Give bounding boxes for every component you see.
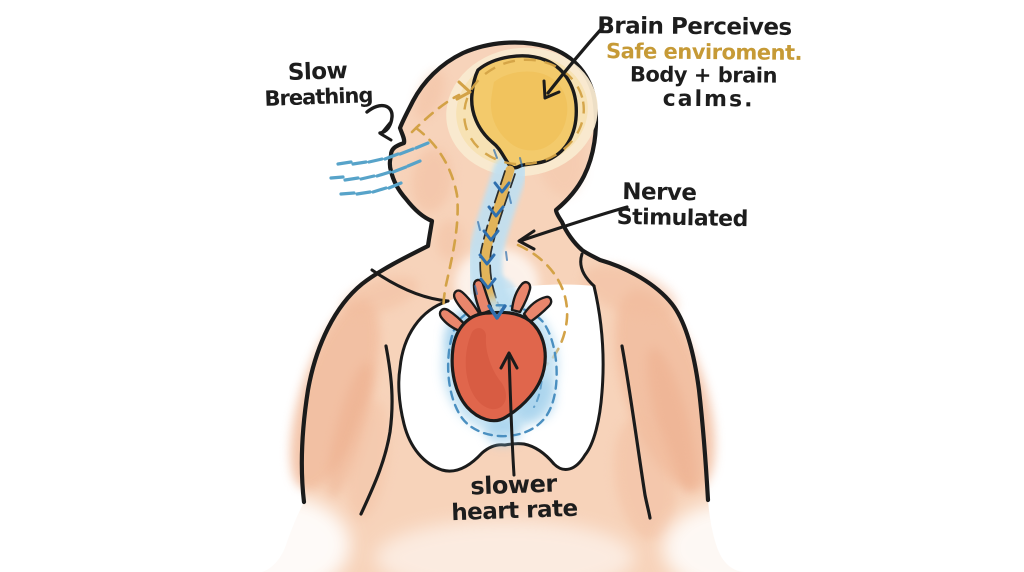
flow-tick-2 [477, 221, 481, 231]
left-arm-shade [290, 299, 380, 491]
flow-tick-1 [508, 194, 512, 204]
breath-dashes [329, 141, 430, 196]
heart-vessel-right-top [510, 281, 532, 314]
nerve-gold-band [480, 165, 515, 321]
face-neck-dash [414, 126, 459, 320]
label-nerve-line1: Nerve [622, 178, 697, 207]
fade-bottom-left [206, 495, 350, 572]
label-slower-heart-rate: slower heart rate [445, 470, 583, 527]
forehead-shade [415, 70, 445, 120]
cheek-shade [411, 148, 453, 212]
breathing-swoosh-arrow [365, 103, 394, 135]
fade-bottom-center [375, 520, 635, 572]
nerve-flow-arrows [474, 149, 523, 320]
left-clavicle-line [370, 268, 450, 303]
label-slow-breathing: Slow Breathing [261, 58, 375, 111]
heart [438, 278, 553, 423]
flow-arrow-into-heart [487, 304, 507, 320]
heart-pointer-arrowhead [499, 351, 519, 370]
label-brain-line1: Brain Perceives [597, 13, 792, 41]
left-armpit-crease [359, 344, 394, 516]
breathing-swoosh-arrowhead [379, 121, 393, 142]
flow-tick-6 [519, 157, 523, 167]
flow-chevron-3 [482, 229, 500, 242]
label-slow-breathing-line2: Breathing [264, 82, 373, 111]
label-brain-perceives: Brain Perceives Safe enviroment. Body + … [597, 13, 803, 113]
flow-tick-4 [474, 285, 478, 295]
right-clavicle-line [579, 252, 596, 288]
right-arm-shade-deep [647, 347, 697, 493]
nerve-pointer-arrowhead [517, 229, 536, 251]
flow-chevron-5 [479, 277, 497, 290]
heart-body [450, 310, 547, 423]
label-nerve-stimulated: Nerve Stimulated [616, 178, 749, 233]
label-nerve-line2: Stimulated [616, 204, 749, 232]
flow-chevron-4 [478, 253, 496, 266]
flow-chevron-1 [493, 181, 511, 194]
fade-bottom-right [663, 502, 807, 572]
flow-tick-5 [493, 149, 498, 159]
signal-path-dashes [410, 80, 569, 375]
label-heart-line2: heart rate [450, 495, 578, 527]
torso-right-shade [614, 416, 676, 540]
heart-wash-spot3 [485, 418, 521, 446]
label-brain-line3: Body + brain [629, 62, 778, 88]
flow-tick-3 [505, 251, 508, 261]
brain-pointer-line [546, 25, 605, 95]
nerve-pointer-line [521, 205, 629, 242]
heart-vessel-right-upper [522, 295, 553, 324]
heart-vessel-left-upper [452, 289, 481, 322]
brain-pointer-arrowhead [542, 79, 561, 100]
torso-left-shade [346, 400, 390, 520]
heart-body-deep [465, 328, 507, 410]
label-brain-line2: Safe enviroment. [606, 38, 803, 65]
gold-arrowhead [455, 80, 472, 101]
neck-shade [436, 220, 464, 260]
right-armpit-crease [620, 344, 652, 520]
heart-vessel-left-side [438, 307, 468, 334]
flow-chevron-2 [487, 205, 505, 218]
figure-outline [299, 40, 711, 505]
annotation-arrows [365, 25, 629, 477]
label-brain-line4: calms. [662, 86, 755, 113]
chest-loop-dash [516, 243, 569, 375]
nerve-edge-right [489, 173, 516, 314]
right-shoulder-shade [582, 265, 678, 319]
left-arm-shade-deep [327, 362, 373, 498]
heart-pointer-line [507, 354, 516, 477]
